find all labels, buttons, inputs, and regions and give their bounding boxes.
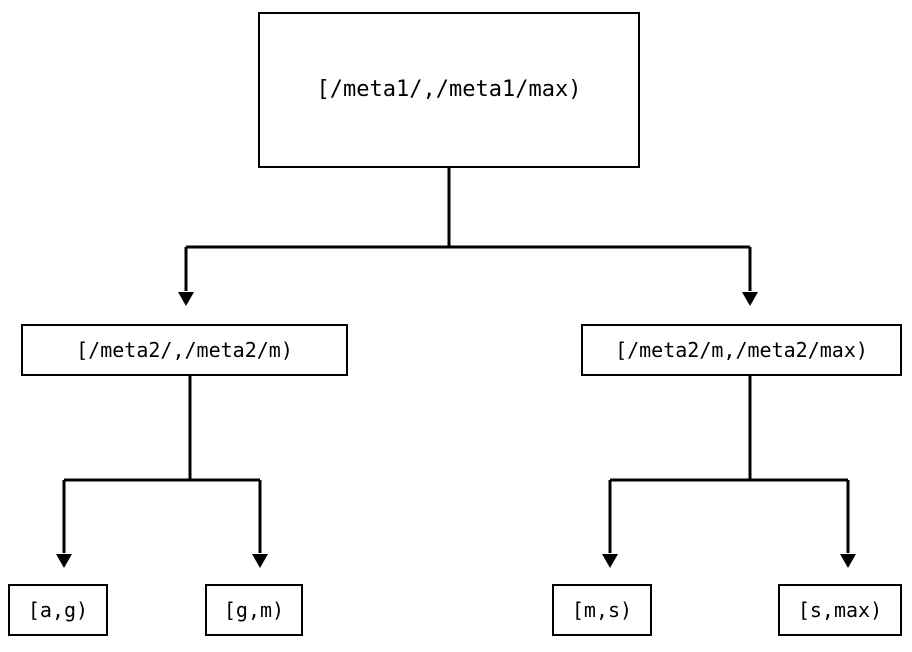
tree-node-leaf-a-g[interactable]: [a,g) (8, 584, 108, 636)
tree-node-leaf-s-max[interactable]: [s,max) (778, 584, 902, 636)
tree-node-leaf-m-s-label: [m,s) (571, 598, 633, 622)
arrowheads-root-level (178, 292, 758, 306)
tree-node-mid-left-label: [/meta2/,/meta2/m) (76, 338, 293, 362)
tree-node-leaf-s-max-label: [s,max) (797, 598, 883, 622)
tree-node-leaf-a-g-label: [a,g) (27, 598, 89, 622)
arrowheads-left-subtree (56, 554, 268, 568)
tree-node-mid-left[interactable]: [/meta2/,/meta2/m) (21, 324, 348, 376)
tree-node-leaf-g-m[interactable]: [g,m) (205, 584, 303, 636)
arrowheads-right-subtree (602, 554, 856, 568)
tree-node-mid-right[interactable]: [/meta2/m,/meta2/max) (581, 324, 902, 376)
tree-node-leaf-m-s[interactable]: [m,s) (552, 584, 652, 636)
connector-root-level (184, 168, 752, 291)
tree-node-root-label: [/meta1/,/meta1/max) (316, 77, 582, 102)
tree-node-root[interactable]: [/meta1/,/meta1/max) (258, 12, 640, 168)
connector-left-subtree (62, 376, 262, 553)
tree-node-leaf-g-m-label: [g,m) (223, 598, 285, 622)
connector-right-subtree (608, 376, 850, 553)
tree-node-mid-right-label: [/meta2/m,/meta2/max) (615, 338, 868, 362)
